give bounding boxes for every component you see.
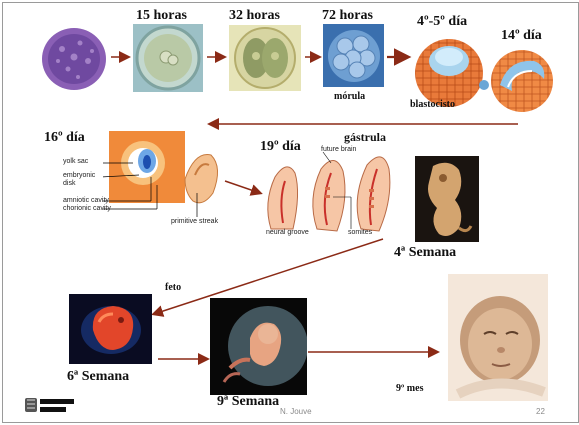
embryo-32h-image bbox=[229, 25, 301, 91]
label-primitive-streak: primitive streak bbox=[171, 218, 218, 225]
label-blastocisto: blastocisto bbox=[410, 99, 455, 110]
label-embryonic: embryonic bbox=[63, 172, 95, 179]
label-9-semana: 9ª Semana bbox=[217, 394, 279, 410]
embryo-19d-diagram bbox=[261, 143, 411, 239]
embryo-9-semana-photo bbox=[210, 298, 307, 395]
embryo-6-semana-photo bbox=[69, 294, 152, 364]
label-somites: somites bbox=[348, 229, 372, 236]
university-logo bbox=[25, 396, 77, 416]
label-neural-groove: neural groove bbox=[266, 229, 309, 236]
footer-author: N. Jouve bbox=[280, 407, 312, 416]
label-yolk-sac: yolk sac bbox=[63, 158, 88, 165]
label-chorionic-cavity: chorionic cavity bbox=[63, 205, 111, 212]
morula-image bbox=[323, 24, 384, 87]
embryo-4-semana-photo bbox=[415, 156, 479, 242]
label-4-semana: 4ª Semana bbox=[394, 245, 456, 261]
label-9-mes: 9º mes bbox=[396, 383, 423, 394]
zygote-image bbox=[40, 25, 109, 92]
label-32-horas: 32 horas bbox=[229, 8, 280, 24]
embryo-15h-image bbox=[133, 24, 203, 92]
implantation-14d-image bbox=[488, 45, 555, 115]
label-disk: disk bbox=[63, 180, 75, 187]
label-72-horas: 72 horas bbox=[322, 8, 373, 24]
newborn-9-mes-photo bbox=[448, 274, 548, 401]
label-6-semana: 6ª Semana bbox=[67, 369, 129, 385]
arrow-16-19 bbox=[225, 181, 260, 193]
label-15-horas: 15 horas bbox=[136, 8, 187, 24]
label-morula: mórula bbox=[334, 91, 365, 102]
label-future-brain: future brain bbox=[321, 146, 356, 153]
footer-page-number: 22 bbox=[536, 407, 545, 416]
label-feto: feto bbox=[165, 282, 181, 293]
label-4-5-dia: 4º-5º día bbox=[417, 14, 467, 30]
label-amniotic-cavity: amniotic cavity bbox=[63, 197, 109, 204]
label-14-dia: 14º día bbox=[501, 28, 542, 44]
embryo-16d-diagram bbox=[103, 131, 225, 221]
label-16-dia: 16º día bbox=[44, 130, 85, 146]
